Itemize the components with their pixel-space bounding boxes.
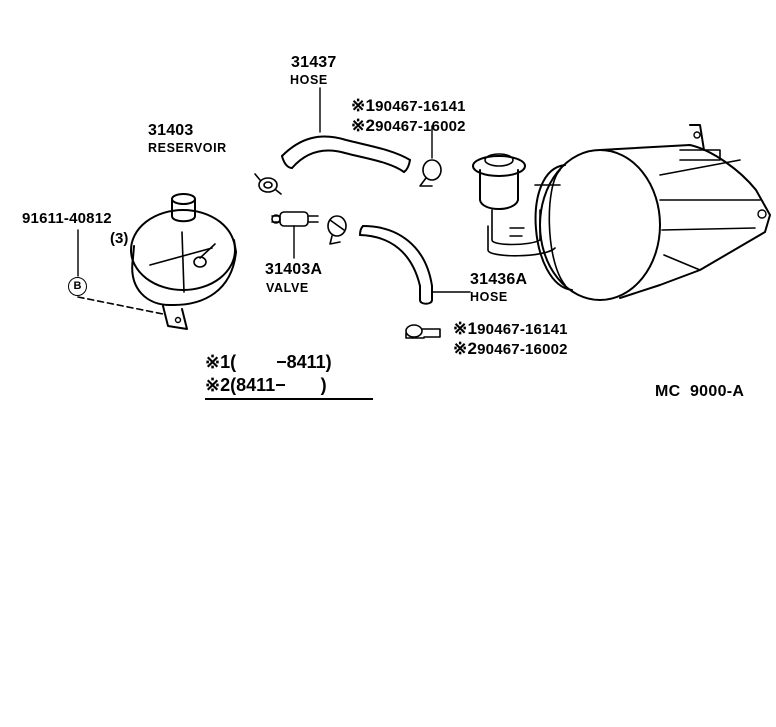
clip-left-illustration xyxy=(254,173,282,195)
hose-lower-name: HOSE xyxy=(470,290,508,304)
clip-upper-right-illustration xyxy=(419,125,442,187)
lower-hose-illustration xyxy=(359,225,471,305)
valve-illustration xyxy=(271,211,319,259)
lower-clip-mark-1: ※1 xyxy=(453,319,478,338)
upper-clip-row1: ※190467-16141 xyxy=(351,97,466,114)
bolt-number: 91611-40812 xyxy=(22,210,112,227)
valve-name: VALVE xyxy=(266,281,309,295)
lower-clip-row2: ※290467-16002 xyxy=(453,340,568,357)
legend-row1: ※1( −8411) xyxy=(205,353,332,371)
reservoir-name: RESERVOIR xyxy=(148,141,227,155)
lower-clip-mark-2: ※2 xyxy=(453,339,478,358)
reservoir-number: 31403 xyxy=(148,122,194,139)
hose-lower-number: 31436A xyxy=(470,271,528,288)
reservoir-tank-illustration xyxy=(130,193,237,330)
lower-clip-row1: ※190467-16141 xyxy=(453,320,568,337)
legend-underline xyxy=(205,398,373,400)
upper-clip-mark-1: ※1 xyxy=(351,96,376,115)
brake-booster-illustration xyxy=(472,124,771,301)
upper-clip-number-2: 90467-16002 xyxy=(375,118,466,135)
lower-clip-number-1: 90467-16141 xyxy=(477,321,568,338)
bolt-ref-badge: B xyxy=(68,277,87,296)
legend-mark-1: ※1 xyxy=(205,352,231,372)
upper-clip-number-1: 90467-16141 xyxy=(375,98,466,115)
upper-clip-mark-2: ※2 xyxy=(351,116,376,135)
upper-clip-row2: ※290467-16002 xyxy=(351,117,466,134)
hose-upper-number: 31437 xyxy=(291,54,337,71)
legend-range-1: ( −8411) xyxy=(230,352,332,372)
clip-lower-illustration xyxy=(405,324,441,339)
legend-range-2: (8411− ) xyxy=(230,375,327,395)
hose-upper-name: HOSE xyxy=(290,73,328,87)
clip-valve-illustration xyxy=(327,215,347,245)
upper-hose-illustration xyxy=(281,87,411,173)
lower-clip-number-2: 90467-16002 xyxy=(477,341,568,358)
legend-row2: ※2(8411− ) xyxy=(205,376,327,394)
bolt-qty: (3) xyxy=(110,230,129,247)
diagram-code: MC 9000-A xyxy=(655,383,745,400)
legend-mark-2: ※2 xyxy=(205,375,231,395)
bolt-leader-dashed xyxy=(77,296,164,315)
valve-number: 31403A xyxy=(265,261,323,278)
